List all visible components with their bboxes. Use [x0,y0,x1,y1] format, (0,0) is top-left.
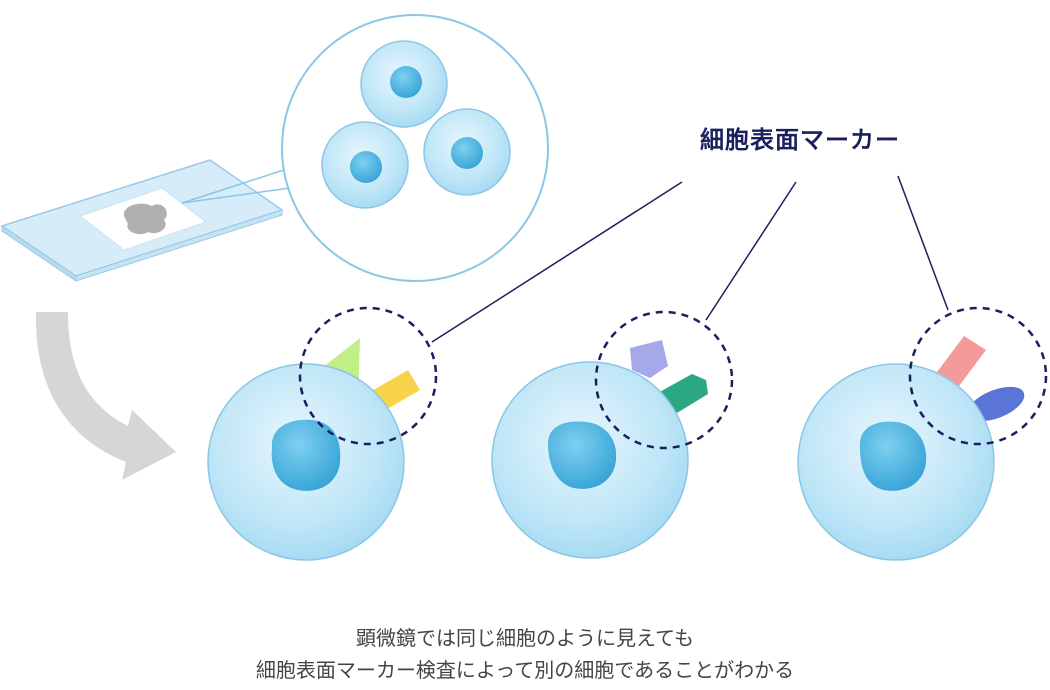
marker-blue-oval [967,386,1025,422]
magnifier-circle-icon [281,14,549,282]
dashed-highlight-circle [594,310,734,450]
microscope-slide-icon [0,159,284,282]
curved-arrow-icon [35,312,177,480]
cell-2 [491,310,734,559]
magnified-cell [360,40,448,128]
magnified-cell [321,121,409,209]
caption: 顕微鏡では同じ細胞のように見えても 細胞表面マーカー検査によって別の細胞であるこ… [0,622,1050,686]
caption-line-2: 細胞表面マーカー検査によって別の細胞であることがわかる [255,658,795,682]
dashed-highlight-circle [298,306,438,446]
magnified-cell [423,108,511,196]
dashed-highlight-circle [908,306,1048,446]
nucleus [271,419,341,491]
cell-3 [797,306,1048,561]
marker-pink-bar [934,336,986,390]
nucleus [859,421,927,491]
caption-line-1: 顕微鏡では同じ細胞のように見えても [356,626,694,650]
cell-1 [207,306,438,561]
magnifier-connector [181,167,291,204]
marker-title: 細胞表面マーカー [700,126,900,154]
leader-lines [431,175,949,343]
nucleus [548,421,617,489]
tissue-sample [123,203,167,235]
marker-lavender-shape [630,340,668,378]
